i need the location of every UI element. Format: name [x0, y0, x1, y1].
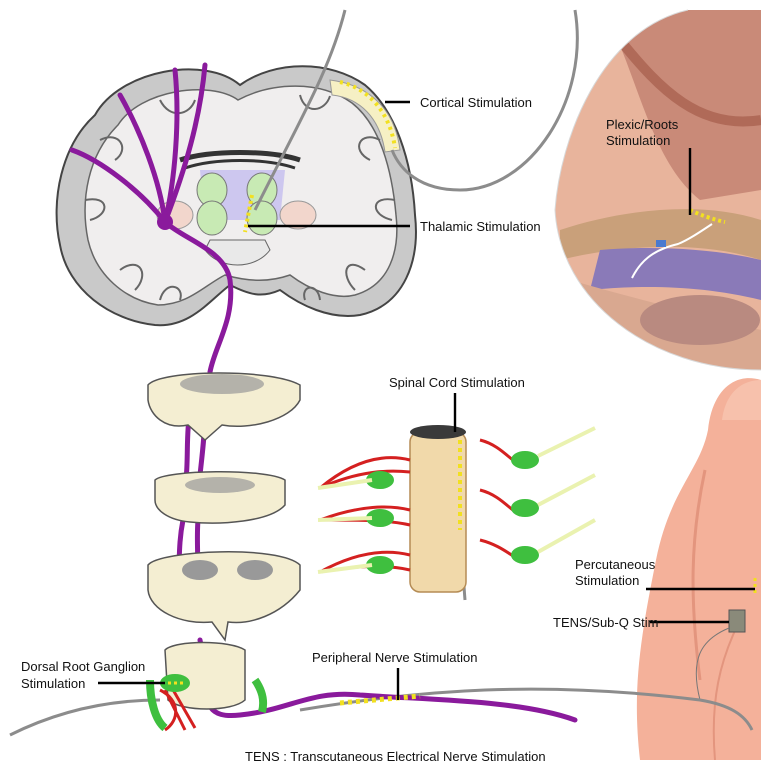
label-peripheral-nerve-stimulation: Peripheral Nerve Stimulation [312, 650, 477, 665]
spinal-cord-column [318, 425, 595, 592]
caption-tens-definition: TENS : Transcutaneous Electrical Nerve S… [245, 749, 546, 764]
thalamus-node [157, 214, 173, 230]
label-cortical-stimulation: Cortical Stimulation [420, 95, 532, 110]
label-drg-line2: Stimulation [21, 676, 85, 691]
label-plexic-roots-line2: Stimulation [606, 133, 670, 148]
label-drg-line1: Dorsal Root Ganglion [21, 659, 145, 674]
label-percutaneous-line1: Percutaneous [575, 557, 656, 572]
brain-coronal-section [57, 66, 416, 325]
label-percutaneous-line2: Stimulation [575, 573, 639, 588]
spinal-sections [148, 373, 300, 730]
label-tens-subq-stim: TENS/Sub-Q Stim [553, 615, 658, 630]
label-spinal-cord-stimulation: Spinal Cord Stimulation [389, 375, 525, 390]
label-plexic-roots-line1: Plexic/Roots [606, 117, 679, 132]
label-thalamic-stimulation: Thalamic Stimulation [420, 219, 541, 234]
neck-inset [540, 0, 761, 380]
